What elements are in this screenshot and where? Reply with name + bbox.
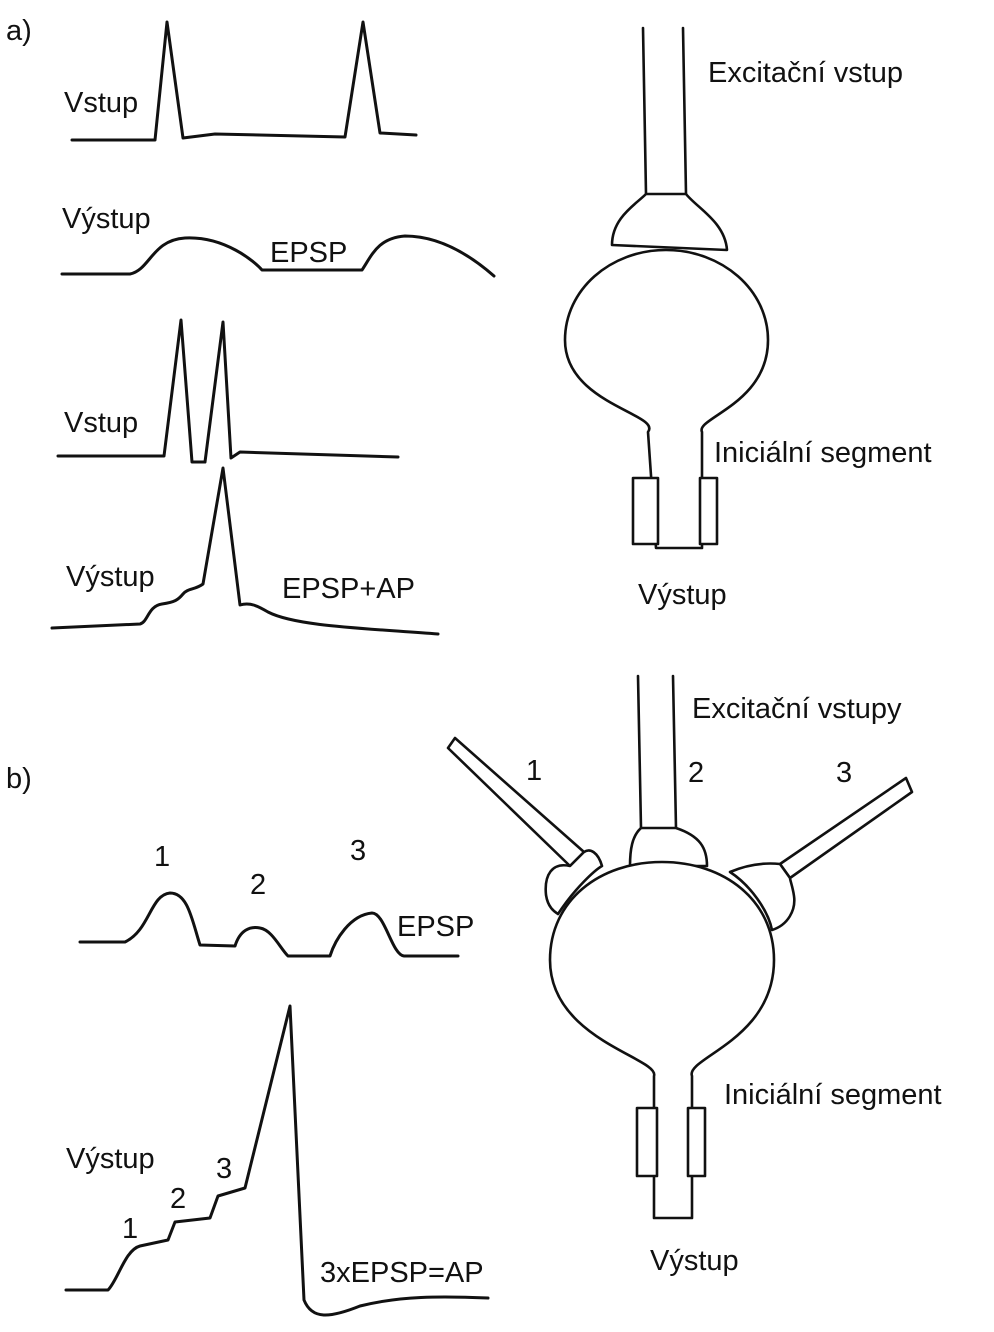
panel-b-output-label: Výstup [66,1143,155,1175]
panel-b-input-label: Excitační vstupy [692,693,902,725]
panel-b-electrode-left [637,1108,657,1176]
panel-b-step-number-2: 2 [170,1183,186,1215]
panel-a-axon-right-edge [683,28,686,194]
panel-a-output-2-label: Výstup [66,561,155,593]
panel-a-input-2-trace [58,320,398,462]
panel-b-output-neuron-label: Výstup [650,1245,739,1277]
panel-a-input-1-trace [72,22,416,140]
panel-b-label: b) [6,763,32,795]
panel-a-segment-label: Iniciální segment [714,437,932,469]
panel-a-electrode-right [700,478,717,544]
panel-b-input-2-left-edge [638,676,641,828]
panel-a-electrode-left [633,478,658,544]
panel-b-step-number-1: 1 [122,1213,138,1245]
panel-a-input-1-label: Vstup [64,87,138,119]
panel-a-output-1-note: EPSP [270,237,347,269]
panel-b-sum-label: 3xEPSP=AP [320,1257,484,1289]
panel-a-output-2-note: EPSP+AP [282,573,415,605]
panel-b-segment-label: Iniciální segment [724,1079,942,1111]
panel-b-epsp-label: EPSP [397,911,474,943]
panel-a-label: a) [6,15,32,47]
panel-a-input-2-label: Vstup [64,407,138,439]
panel-a-output-label: Výstup [638,579,727,611]
panel-b-electrode-right [688,1108,705,1176]
panel-b-bouton-2 [630,828,707,866]
panel-b-input-number-1: 1 [526,755,542,787]
panel-b-input-number-3: 3 [836,757,852,789]
panel-b-input-1-axon [448,738,584,866]
panel-b-epsp-number-2: 2 [250,869,266,901]
panel-a-input-label: Excitační vstup [708,57,903,89]
panel-a-output-1-label: Výstup [62,203,151,235]
panel-a-axon-left-edge [643,28,646,194]
panel-b-input-2-right-edge [673,676,676,828]
panel-b-soma [550,862,774,1218]
panel-a-synaptic-bouton [612,194,727,250]
panel-a-soma [565,250,768,548]
panel-b-step-number-3: 3 [216,1153,232,1185]
panel-a-output-2-trace [52,468,438,634]
panel-a-neuron [565,28,768,548]
panel-b-epsp-number-3: 3 [350,835,366,867]
panel-b-epsp-number-1: 1 [154,841,170,873]
panel-b-input-3-axon [780,778,912,878]
panel-b-input-number-2: 2 [688,757,704,789]
